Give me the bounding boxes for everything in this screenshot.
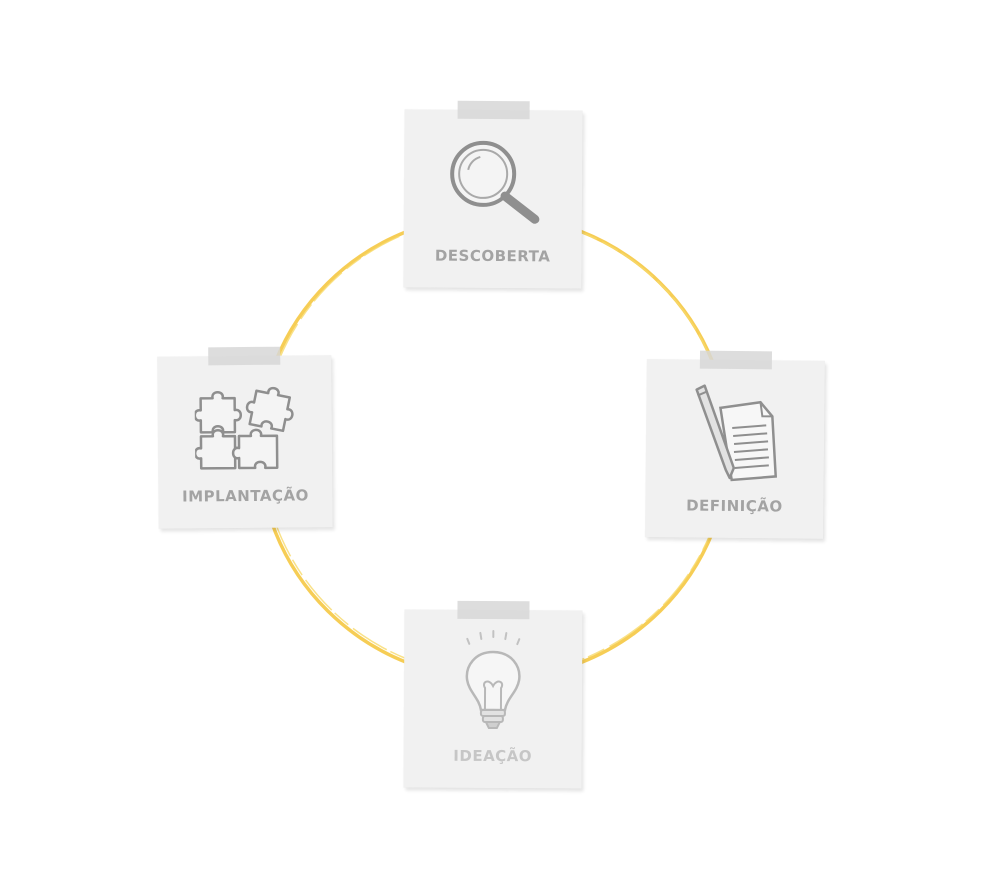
pencil-and-paper-icon [646, 379, 825, 486]
tape-strip [208, 346, 281, 366]
stage-card-implantacao: IMPLANTAÇÃO [157, 346, 333, 529]
stage-card-definicao: DEFINIÇÃO [645, 350, 825, 539]
stage-label: IMPLANTAÇÃO [182, 486, 309, 506]
stage-label: DEFINIÇÃO [686, 496, 783, 516]
tape-strip [457, 600, 530, 620]
stage-label: DESCOBERTA [434, 246, 551, 266]
tape-strip [457, 100, 530, 120]
lightbulb-icon [404, 630, 583, 741]
stage-card-ideacao: IDEAÇÃO [403, 600, 583, 789]
stage-label: IDEAÇÃO [453, 746, 533, 766]
stage-card-descoberta: DESCOBERTA [403, 100, 583, 289]
tape-strip [699, 350, 773, 370]
magnifying-glass-icon [404, 131, 583, 227]
puzzle-pieces-icon [157, 383, 332, 471]
